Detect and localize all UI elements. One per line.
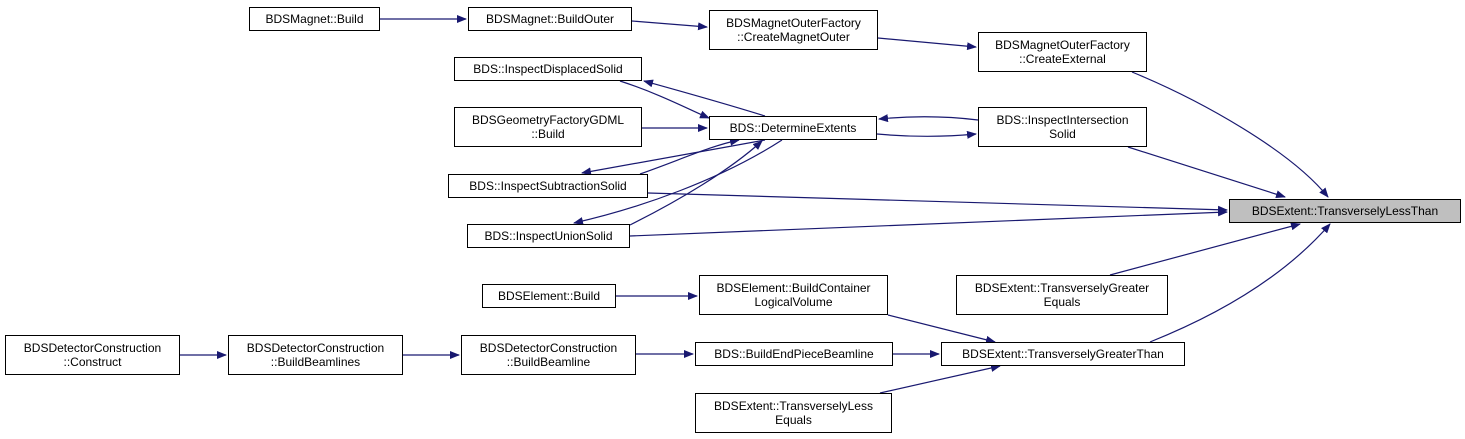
node-build-beamlines[interactable]: BDSDetectorConstruction ::BuildBeamlines [228, 335, 403, 375]
node-magnet-build-outer[interactable]: BDSMagnet::BuildOuter [468, 7, 632, 31]
edge-determine-extents-to-inspect-union [573, 139, 783, 225]
node-label-line: BDSDetectorConstruction [246, 341, 385, 355]
node-label-line: BDSElement::Build [497, 289, 601, 303]
node-label-line: Equals [1043, 295, 1081, 309]
node-label-line: BDSGeometryFactoryGDML [471, 113, 625, 127]
node-label-line: ::BuildBeamlines [270, 355, 361, 369]
node-create-external[interactable]: BDSMagnetOuterFactory ::CreateExternal [978, 32, 1147, 72]
edge-build-container-to-greater-than [887, 314, 996, 344]
edge-greater-equals-to-transversely-less-than [1109, 222, 1301, 276]
node-build-end-piece[interactable]: BDS::BuildEndPieceBeamline [695, 342, 893, 366]
node-build-beamline[interactable]: BDSDetectorConstruction ::BuildBeamline [461, 335, 636, 375]
node-label-line: BDSDetectorConstruction [479, 341, 618, 355]
node-detector-construct[interactable]: BDSDetectorConstruction ::Construct [5, 335, 180, 375]
node-label-line: BDSElement::BuildContainer [716, 281, 871, 295]
edge-inspect-subtraction-to-determine-extents [639, 137, 740, 175]
node-inspect-displaced[interactable]: BDS::InspectDisplacedSolid [454, 57, 642, 81]
edge-create-magnet-outer-to-create-external [877, 37, 977, 51]
node-label-line: BDS::InspectDisplacedSolid [473, 62, 623, 76]
node-create-magnet-outer[interactable]: BDSMagnetOuterFactory ::CreateMagnetOute… [709, 10, 878, 50]
edge-inspect-union-to-transversely-less-than [629, 208, 1228, 237]
node-label-line: Solid [1049, 127, 1076, 141]
node-label-line: Equals [775, 413, 812, 427]
node-label-line: ::Construct [63, 355, 122, 369]
node-label-line: BDSExtent::TransverselyGreaterThan [962, 347, 1164, 361]
node-label-line: BDS::InspectUnionSolid [484, 229, 613, 243]
node-label-line: BDSExtent::TransverselyGreater [974, 281, 1150, 295]
node-label-line: BDSMagnetOuterFactory [726, 16, 861, 30]
edge-determine-extents-to-inspect-displaced [643, 79, 766, 117]
node-label-line: ::CreateMagnetOuter [737, 30, 850, 44]
node-label-line: BDS::InspectIntersection [996, 113, 1129, 127]
edge-less-equals-to-greater-than [879, 364, 1001, 394]
node-label-line: BDSDetectorConstruction [23, 341, 162, 355]
edge-inspect-union-to-determine-extents [629, 140, 763, 226]
node-inspect-intersection[interactable]: BDS::InspectIntersection Solid [978, 107, 1147, 147]
node-label-line: LogicalVolume [754, 295, 833, 309]
node-label-line: BDSExtent::TransverselyLess [714, 399, 873, 413]
edge-determine-extents-to-inspect-intersection [876, 130, 977, 139]
edge-inspect-subtraction-to-transversely-less-than [647, 192, 1228, 214]
node-gdml-build[interactable]: BDSGeometryFactoryGDML ::Build [454, 107, 642, 147]
node-label-line: ::BuildBeamline [506, 355, 591, 369]
node-label-line: BDSMagnet::Build [265, 12, 364, 26]
node-label-line: BDS::DetermineExtents [729, 121, 857, 135]
edge-layer [180, 15, 1331, 394]
node-label-line: BDSMagnetOuterFactory [995, 38, 1130, 52]
node-greater-than[interactable]: BDSExtent::TransverselyGreaterThan [941, 342, 1185, 366]
node-label-line: BDSExtent::TransverselyLessThan [1251, 204, 1439, 218]
node-label-line: ::CreateExternal [1019, 52, 1106, 66]
node-inspect-union[interactable]: BDS::InspectUnionSolid [467, 224, 630, 248]
edge-greater-than-to-transversely-less-than [1149, 223, 1331, 343]
node-less-equals[interactable]: BDSExtent::TransverselyLess Equals [695, 393, 892, 433]
edge-inspect-intersection-to-determine-extents [878, 114, 979, 123]
node-build-container[interactable]: BDSElement::BuildContainer LogicalVolume [699, 275, 888, 315]
edge-magnet-build-outer-to-create-magnet-outer [631, 20, 708, 31]
node-determine-extents[interactable]: BDS::DetermineExtents [709, 116, 877, 140]
node-inspect-subtraction[interactable]: BDS::InspectSubtractionSolid [448, 174, 648, 198]
edge-determine-extents-to-inspect-subtraction [581, 139, 766, 176]
node-greater-equals[interactable]: BDSExtent::TransverselyGreater Equals [956, 275, 1168, 315]
edge-create-external-to-transversely-less-than [1131, 71, 1329, 198]
node-label-line: ::Build [531, 127, 565, 141]
edge-inspect-intersection-to-transversely-less-than [1127, 146, 1286, 199]
node-element-build[interactable]: BDSElement::Build [482, 284, 616, 308]
node-transversely-less-than: BDSExtent::TransverselyLessThan [1229, 199, 1461, 223]
node-magnet-build[interactable]: BDSMagnet::Build [249, 7, 380, 31]
edge-inspect-displaced-to-determine-extents [619, 80, 710, 119]
node-label-line: BDS::BuildEndPieceBeamline [714, 347, 874, 361]
node-label-line: BDS::InspectSubtractionSolid [469, 179, 627, 193]
node-label-line: BDSMagnet::BuildOuter [485, 12, 615, 26]
